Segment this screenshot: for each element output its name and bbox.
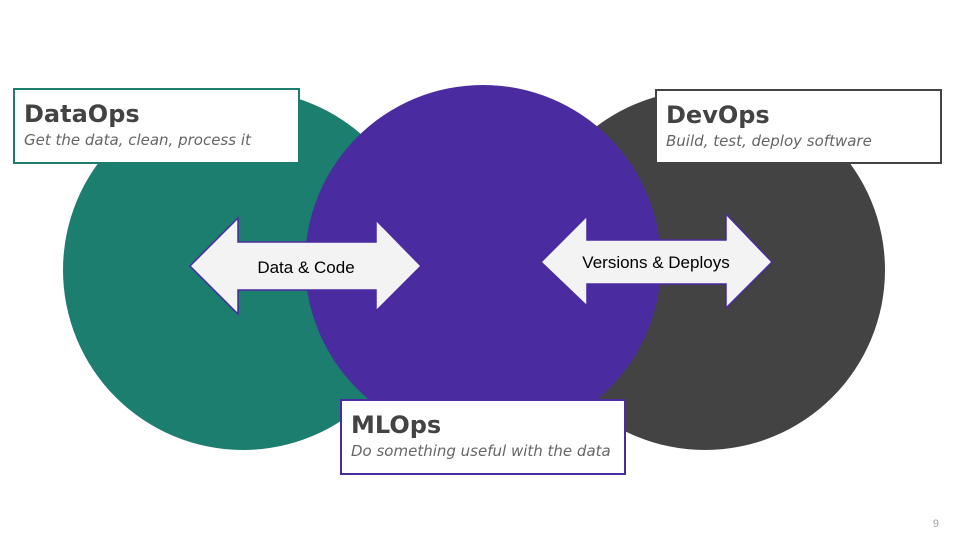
mlops-label-box: MLOps Do something useful with the data (340, 399, 626, 475)
versions-deploys-label: Versions & Deploys (582, 253, 729, 272)
data-code-label: Data & Code (257, 258, 354, 277)
devops-label-box: DevOps Build, test, deploy software (655, 89, 942, 164)
dataops-subtitle: Get the data, clean, process it (24, 131, 251, 149)
devops-subtitle: Build, test, deploy software (666, 132, 872, 150)
mlops-title: MLOps (351, 411, 442, 439)
dataops-label-box: DataOps Get the data, clean, process it (13, 88, 300, 164)
page-number: 9 (932, 518, 939, 530)
dataops-title: DataOps (24, 100, 140, 128)
mlops-subtitle: Do something useful with the data (351, 442, 611, 460)
versions-deploys-double-arrow (539, 212, 774, 310)
data-code-double-arrow (188, 216, 423, 316)
devops-title: DevOps (666, 101, 770, 129)
mlops-circle (305, 85, 661, 441)
